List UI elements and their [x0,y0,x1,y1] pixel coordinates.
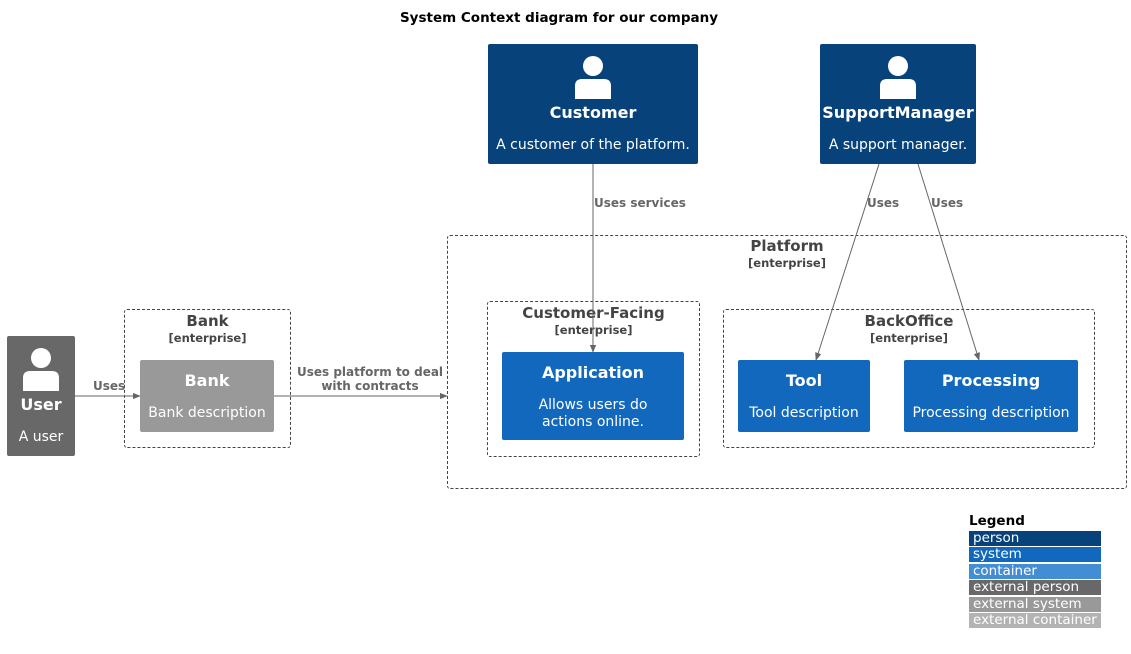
bank-description: Bank description [148,405,266,421]
backoffice-boundary: BackOffice [enterprise] [723,309,1095,448]
application-system[interactable]: Application Allows users do actions onli… [502,352,684,440]
legend: Legend person system container external … [969,513,1101,628]
edge-label-bank-platform-line2: with contracts [321,379,419,393]
user-name: User [20,395,62,414]
edge-label-support-processing: Uses [931,196,964,210]
user-description: A user [18,429,64,445]
diagram-title: System Context diagram for our company [399,10,719,26]
processing-system[interactable]: Processing Processing description [904,360,1078,432]
platform-boundary-title: Platform [750,237,824,255]
legend-item-container: container [969,563,1101,579]
person-icon [575,56,611,99]
tool-description: Tool description [749,405,859,421]
edge-support-processing [917,163,980,361]
edge-label-bank-platform-line1: Uses platform to deal [297,365,444,379]
legend-title: Legend [969,513,1025,529]
application-description: Allows users do actions online. [538,397,648,430]
legend-item-person: person [969,530,1101,546]
bank-boundary: Bank [enterprise] [124,309,291,448]
edge-label-user-bank: Uses [93,379,126,393]
platform-boundary: Platform [enterprise] [447,235,1127,489]
platform-boundary-type: [enterprise] [748,256,826,270]
person-icon [880,56,916,99]
person-icon [23,348,59,391]
bank-name: Bank [184,371,230,390]
support-manager-person[interactable]: SupportManager A support manager. [820,44,976,164]
customer-person[interactable]: Customer A customer of the platform. [488,44,698,164]
customer-description: A customer of the platform. [496,137,690,153]
support-manager-description: A support manager. [828,137,968,153]
edge-label-support-tool: Uses [867,196,900,210]
bank-boundary-type: [enterprise] [168,331,247,345]
backoffice-boundary-title: BackOffice [864,312,954,330]
edge-label-bank-platform: Uses platform to deal with contracts [297,365,443,393]
legend-item-external-system: external system [969,596,1101,612]
bank-external-system[interactable]: Bank Bank description [140,360,274,432]
edge-support-tool [815,163,880,361]
user-external-person[interactable]: User A user [7,336,75,456]
legend-item-external-container: external container [969,613,1101,628]
legend-item-system: system [969,547,1101,562]
backoffice-boundary-type: [enterprise] [870,331,948,345]
support-manager-name: SupportManager [822,103,974,122]
legend-item-external-person: external person [969,580,1101,595]
processing-name: Processing [941,371,1041,390]
bank-boundary-title: Bank [186,312,229,330]
edge-label-uses-services: Uses services [594,196,686,210]
tool-system[interactable]: Tool Tool description [738,360,870,432]
processing-description: Processing description [912,405,1070,421]
customer-name: Customer [549,103,637,122]
application-name: Application [541,363,645,382]
tool-name: Tool [785,371,823,390]
